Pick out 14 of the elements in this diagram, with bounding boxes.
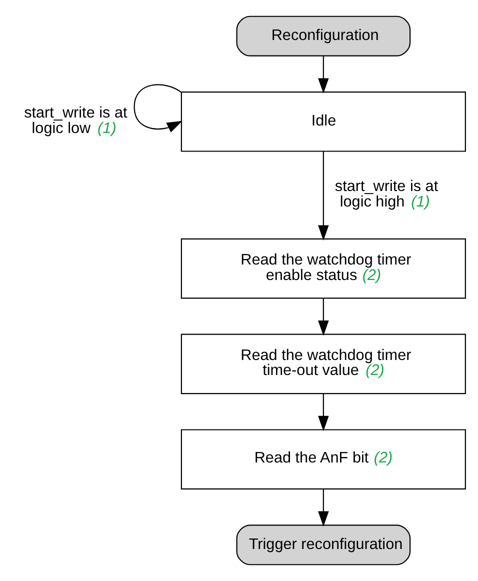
node-box: Reconfiguration — [236, 16, 411, 56]
arrow — [134, 84, 182, 132]
arrow — [318, 151, 329, 241]
arrow — [318, 56, 329, 94]
edge-label: start_write is at logic low (1) — [24, 104, 128, 137]
arrow — [318, 394, 329, 432]
node-box: Read the AnF bit (2) — [180, 429, 466, 490]
arrow — [318, 489, 329, 527]
node-box: Idle — [180, 92, 466, 152]
node-box: Trigger reconfiguration — [236, 524, 411, 566]
node-box: Read the watchdog timer enable status (2) — [180, 238, 466, 299]
node-box: Read the watchdog timer time-out value (2) — [180, 334, 466, 394]
edge-label: start_write is at logic high (1) — [334, 178, 438, 210]
arrow — [318, 298, 329, 336]
